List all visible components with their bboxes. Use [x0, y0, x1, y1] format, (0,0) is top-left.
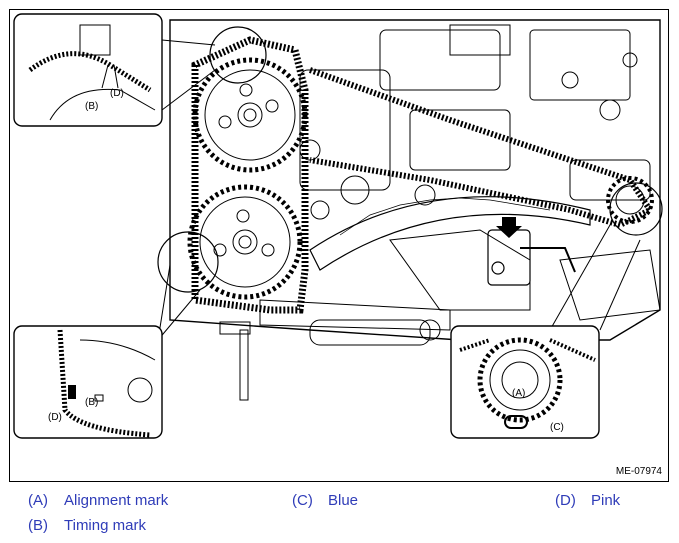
- figure-id: ME-07974: [615, 466, 662, 477]
- legend-item-d: (D) Pink: [555, 492, 620, 509]
- detail-marker-circles: [157, 26, 663, 293]
- engine-timing-chain-diagram: (D) (B) (B) (D) (A) (C) ME-07974: [9, 9, 669, 482]
- callout-d-top: (D): [110, 88, 124, 99]
- arrow-icon: [496, 217, 522, 238]
- legend-item-b: (B) Timing mark: [28, 517, 146, 534]
- diagram-drawing: (D) (B) (B) (D) (A) (C): [13, 13, 663, 439]
- crankshaft-sprocket: [606, 176, 654, 224]
- inset-bottom-left: [13, 325, 163, 439]
- legend-letter: (B): [28, 517, 48, 534]
- chain-guide: [309, 196, 591, 271]
- leader-lines: [157, 39, 641, 341]
- chain-tensioner: [487, 229, 576, 286]
- legend-label: Alignment mark: [64, 492, 169, 509]
- callout-c: (C): [550, 422, 564, 433]
- timing-chain: [191, 36, 655, 314]
- legend-item-a: (A) Alignment mark: [28, 492, 168, 509]
- legend-label: Blue: [328, 492, 359, 509]
- callout-d-bottom: (D): [48, 412, 62, 423]
- legend-letter: (A): [28, 492, 48, 509]
- legend-label: Timing mark: [64, 517, 146, 534]
- legend-letter: (D): [555, 492, 576, 509]
- legend-item-c: (C) Blue: [292, 492, 358, 509]
- callout-a: (A): [512, 388, 525, 399]
- lower-camshaft-sprocket: [187, 184, 303, 300]
- legend-letter: (C): [292, 492, 313, 509]
- callout-labels: (D) (B) (B) (D) (A) (C): [48, 88, 564, 433]
- upper-camshaft-sprocket: [192, 57, 308, 173]
- callout-b-top: (B): [85, 101, 98, 112]
- callout-b-bottom: (B): [85, 397, 98, 408]
- inset-bottom-right: [450, 325, 600, 439]
- inset-top-left: [13, 13, 163, 127]
- legend-label: Pink: [591, 492, 621, 509]
